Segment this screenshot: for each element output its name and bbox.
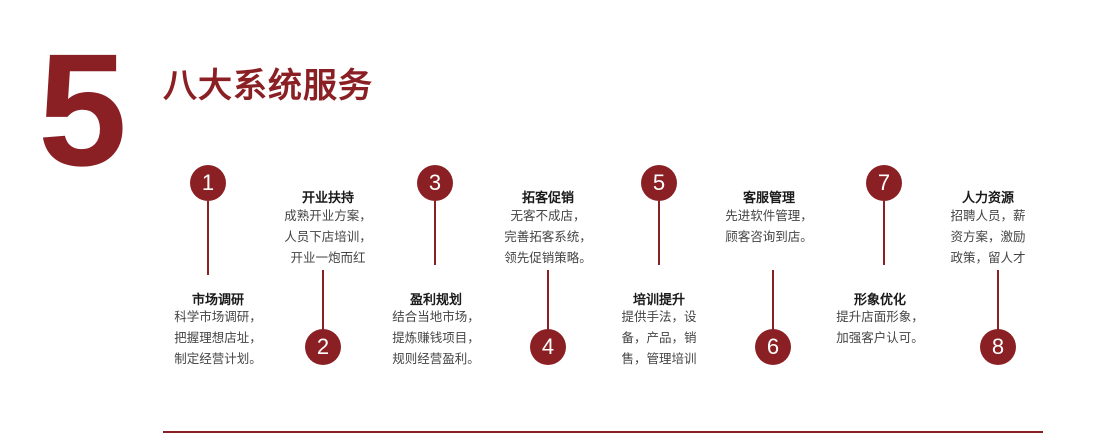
service-desc-line: 提升店面形象， xyxy=(836,309,924,324)
service-desc-line: 备，产品，销 xyxy=(621,330,697,345)
connector-line-6 xyxy=(772,270,774,330)
service-desc-8: 招聘人员，薪 资方案，激励 政策，留人才 xyxy=(913,205,1063,268)
service-desc-7: 提升店面形象， 加强客户认可。 xyxy=(805,306,955,348)
service-title-3: 盈利规划 xyxy=(409,293,462,308)
service-title-8: 人力资源 xyxy=(961,191,1014,206)
connector-line-8 xyxy=(997,270,999,330)
service-desc-line: 资方案，激励 xyxy=(950,229,1026,244)
step-number-3: 3 xyxy=(417,165,453,201)
connector-line-3 xyxy=(434,201,436,265)
service-desc-line: 政策，留人才 xyxy=(950,250,1026,265)
connector-line-1 xyxy=(207,201,209,275)
step-number-4: 4 xyxy=(530,329,566,365)
service-desc-5: 提供手法，设 备，产品，销 售，管理培训 xyxy=(584,306,734,369)
section-number: 5 xyxy=(38,20,127,199)
service-desc-line: 提供手法，设 xyxy=(621,309,697,324)
service-desc-line: 先进软件管理， xyxy=(725,208,813,223)
connector-line-4 xyxy=(547,270,549,330)
service-desc-line: 提炼赚钱项目， xyxy=(392,330,480,345)
service-desc-line: 领先促销策略。 xyxy=(504,250,592,265)
service-desc-line: 无客不成店， xyxy=(510,208,586,223)
service-title-5: 培训提升 xyxy=(632,293,685,308)
service-desc-2: 成熟开业方案， 人员下店培训， 开业一炮而红 xyxy=(253,205,403,268)
service-title-2: 开业扶持 xyxy=(301,191,354,206)
connector-line-2 xyxy=(322,270,324,330)
service-desc-line: 人员下店培训， xyxy=(284,229,372,244)
service-title-6: 客服管理 xyxy=(742,191,795,206)
step-number-1: 1 xyxy=(190,165,226,201)
page-title: 八大系统服务 xyxy=(163,66,373,106)
service-title-1: 市场调研 xyxy=(191,293,244,308)
service-desc-line: 顾客咨询到店。 xyxy=(725,229,813,244)
service-desc-3: 结合当地市场， 提炼赚钱项目， 规则经营盈利。 xyxy=(361,306,511,369)
step-number-6: 6 xyxy=(755,329,791,365)
service-desc-line: 结合当地市场， xyxy=(392,309,480,324)
service-desc-6: 先进软件管理， 顾客咨询到店。 xyxy=(694,205,844,247)
service-desc-line: 售，管理培训 xyxy=(621,351,697,366)
service-desc-1: 科学市场调研， 把握理想店址， 制定经营计划。 xyxy=(143,306,293,369)
bottom-divider xyxy=(163,431,1043,433)
step-number-8: 8 xyxy=(980,329,1016,365)
service-desc-line: 制定经营计划。 xyxy=(174,351,262,366)
service-desc-line: 科学市场调研， xyxy=(174,309,262,324)
connector-line-5 xyxy=(658,201,660,265)
step-number-7: 7 xyxy=(866,165,902,201)
service-title-7: 形象优化 xyxy=(853,293,906,308)
service-desc-line: 把握理想店址， xyxy=(174,330,262,345)
service-desc-line: 招聘人员，薪 xyxy=(950,208,1026,223)
service-title-4: 拓客促销 xyxy=(521,191,574,206)
step-number-2: 2 xyxy=(305,329,341,365)
service-desc-line: 成熟开业方案， xyxy=(284,208,372,223)
service-desc-4: 无客不成店， 完善拓客系统， 领先促销策略。 xyxy=(473,205,623,268)
service-desc-line: 规则经营盈利。 xyxy=(392,351,480,366)
service-desc-line: 完善拓客系统， xyxy=(504,229,592,244)
service-desc-line: 加强客户认可。 xyxy=(836,330,924,345)
step-number-5: 5 xyxy=(641,165,677,201)
connector-line-7 xyxy=(883,201,885,265)
service-desc-line: 开业一炮而红 xyxy=(290,250,366,265)
